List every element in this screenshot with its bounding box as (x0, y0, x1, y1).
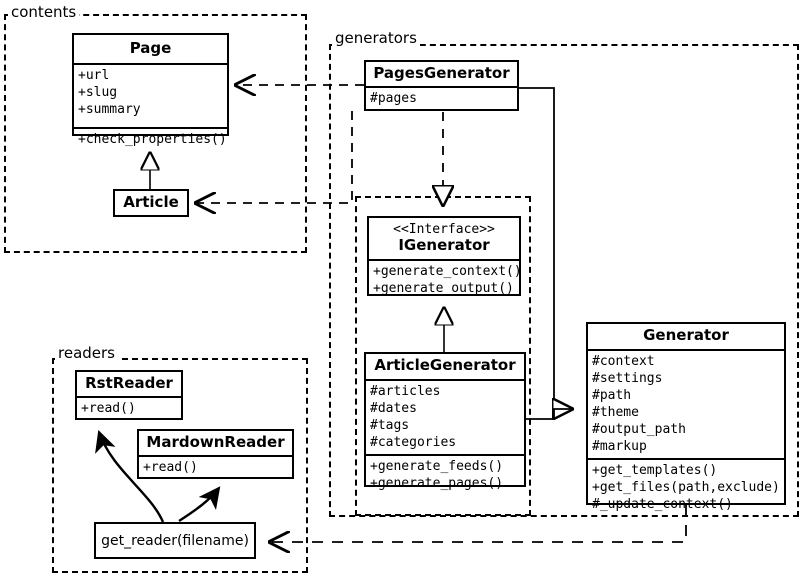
attribute: #markup (592, 439, 647, 454)
class-igenerator-stereotype: <<Interface>> (393, 222, 495, 237)
class-article-title: Article (123, 193, 179, 211)
class-article-generator-methods: +generate_feeds() +generate_pages() (366, 454, 524, 495)
package-contents-label: contents (8, 4, 80, 20)
attribute: #categories (370, 435, 457, 450)
method: +read() (143, 460, 198, 475)
class-mardown-reader-methods: +read() (139, 455, 292, 479)
class-page-attributes: +url +slug +summary (74, 63, 227, 127)
method: +read() (81, 401, 136, 416)
attribute: +slug (78, 85, 118, 100)
method: +get_files(path,exclude) (592, 480, 780, 495)
method: +generate_output() (373, 281, 514, 296)
class-mardown-reader[interactable]: MardownReader +read() (137, 429, 294, 479)
function-get-reader[interactable]: get_reader(filename) (94, 522, 256, 559)
method: +generate_context() (373, 264, 522, 279)
class-rst-reader-title: RstReader (85, 374, 173, 392)
attribute: #tags (370, 418, 410, 433)
attribute: #dates (370, 401, 417, 416)
class-mardown-reader-title: MardownReader (146, 433, 285, 451)
class-rst-reader-methods: +read() (77, 396, 181, 420)
class-pages-generator[interactable]: PagesGenerator #pages (364, 60, 519, 111)
method: #_update_context() (592, 497, 733, 512)
method: +generate_feeds() (370, 459, 504, 474)
package-readers (52, 358, 308, 573)
function-get-reader-label: get_reader(filename) (101, 532, 249, 549)
attribute: +url (78, 68, 110, 83)
attribute: #settings (592, 371, 663, 386)
class-igenerator-methods: +generate_context() +generate_output() (369, 259, 522, 300)
class-pages-generator-title: PagesGenerator (373, 64, 510, 82)
class-generator[interactable]: Generator #context #settings #path #them… (586, 322, 786, 512)
package-generators-label: generators (332, 30, 420, 46)
method: +generate_pages() (370, 476, 504, 491)
class-generator-title: Generator (643, 326, 729, 344)
class-article-generator[interactable]: ArticleGenerator #articles #dates #tags … (364, 352, 526, 491)
class-pages-generator-attributes: #pages (366, 86, 517, 110)
class-generator-methods: +get_templates() +get_files(path,exclude… (588, 458, 784, 516)
attribute: #path (592, 388, 632, 403)
class-rst-reader[interactable]: RstReader +read() (75, 370, 183, 420)
class-generator-attributes: #context #settings #path #theme #output_… (588, 349, 784, 458)
class-page-title: Page (129, 39, 172, 57)
class-igenerator[interactable]: <<Interface>> IGenerator +generate_conte… (367, 216, 522, 296)
class-article[interactable]: Article (113, 189, 189, 217)
class-article-generator-title: ArticleGenerator (374, 356, 516, 374)
class-page[interactable]: Page +url +slug +summary +check_properti… (72, 33, 229, 147)
attribute: #theme (592, 405, 639, 420)
attribute: +summary (78, 102, 141, 117)
attribute: #output_path (592, 422, 686, 437)
class-article-generator-attributes: #articles #dates #tags #categories (366, 379, 524, 454)
package-readers-label: readers (55, 345, 118, 361)
method: +get_templates() (592, 463, 718, 478)
method: +check_properties() (78, 132, 227, 147)
class-igenerator-title: IGenerator (398, 236, 490, 254)
attribute: #pages (370, 91, 417, 106)
class-page-methods: +check_properties() (74, 127, 227, 151)
attribute: #articles (370, 384, 441, 399)
attribute: #context (592, 354, 655, 369)
